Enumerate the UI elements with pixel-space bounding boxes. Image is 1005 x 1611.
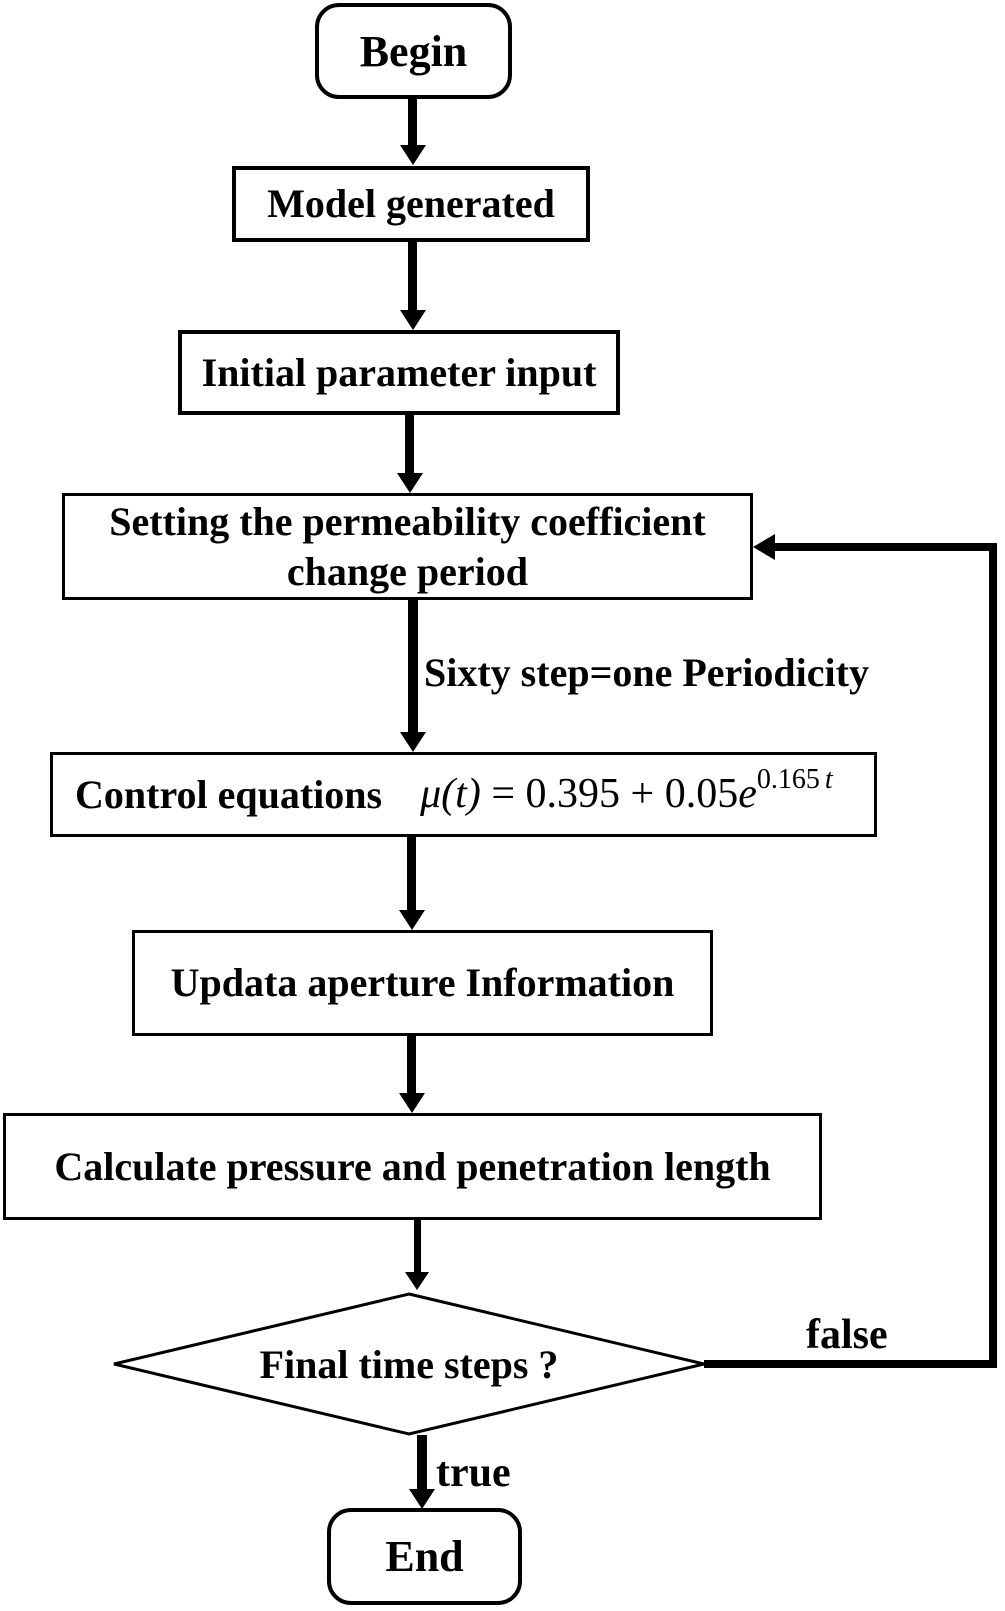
arrow-decision-to-end-head-icon bbox=[409, 1489, 435, 1509]
node-model-generated-label: Model generated bbox=[267, 181, 555, 226]
node-initial-parameter-input: Initial parameter input bbox=[178, 330, 620, 415]
node-update-aperture-information-label: Updata aperture Information bbox=[170, 960, 675, 1005]
setting-label-line1: Setting the permeability coefficient bbox=[109, 498, 706, 544]
node-model-generated: Model generated bbox=[232, 166, 590, 242]
node-setting-permeability-period-label: Setting the permeability coefficient cha… bbox=[109, 497, 706, 597]
node-setting-permeability-period: Setting the permeability coefficient cha… bbox=[62, 493, 753, 600]
node-control-equations: Control equations μ(t) = 0.395 + 0.05e0.… bbox=[50, 752, 877, 837]
arrow-model-to-initial-head-icon bbox=[400, 310, 426, 330]
false-loop-top-segment bbox=[775, 543, 997, 551]
false-loop-head-icon bbox=[753, 534, 775, 560]
equation-exponent-var: t bbox=[824, 764, 833, 796]
arrow-control-to-update-shaft bbox=[407, 837, 416, 910]
arrow-control-to-update-head-icon bbox=[399, 910, 425, 930]
node-decision-label: Final time steps ? bbox=[259, 1341, 559, 1387]
arrow-decision-to-end-shaft bbox=[417, 1435, 427, 1491]
node-end: End bbox=[327, 1508, 522, 1605]
true-branch-label: true bbox=[436, 1450, 511, 1496]
arrow-calculate-to-decision-shaft bbox=[414, 1220, 421, 1272]
arrow-setting-to-control-head-icon bbox=[400, 732, 426, 752]
arrow-update-to-calculate-head-icon bbox=[399, 1093, 425, 1113]
arrow-model-to-initial-shaft bbox=[408, 242, 417, 310]
node-initial-parameter-input-label: Initial parameter input bbox=[201, 349, 597, 395]
node-calculate-pressure-penetration-label: Calculate pressure and penetration lengt… bbox=[54, 1143, 771, 1189]
equation-exponent-coeff: 0.165 bbox=[756, 764, 820, 796]
false-loop-bottom-segment bbox=[704, 1360, 997, 1368]
setting-label-line2: change period bbox=[286, 548, 529, 594]
node-update-aperture-information: Updata aperture Information bbox=[132, 930, 713, 1036]
node-begin: Begin bbox=[315, 3, 512, 99]
false-branch-label: false bbox=[806, 1312, 888, 1358]
equation-base-e: e bbox=[738, 771, 757, 818]
decision-diamond-polygon bbox=[113, 1292, 705, 1436]
arrow-begin-to-model-head-icon bbox=[400, 145, 426, 165]
equation-mid: = 0.395 + 0.05 bbox=[480, 771, 739, 818]
node-calculate-pressure-penetration: Calculate pressure and penetration lengt… bbox=[3, 1113, 822, 1220]
arrow-calculate-to-decision-head-icon bbox=[405, 1272, 429, 1290]
node-end-label: End bbox=[385, 1532, 464, 1581]
edge-annotation-periodicity: Sixty step=one Periodicity bbox=[424, 650, 869, 695]
node-begin-label: Begin bbox=[359, 26, 468, 76]
false-loop-vertical-segment bbox=[989, 543, 997, 1368]
equation-lhs: μ(t) bbox=[420, 771, 481, 818]
arrow-setting-to-control-shaft bbox=[408, 600, 418, 732]
arrow-initial-to-setting-head-icon bbox=[397, 473, 423, 493]
decision-diamond-shape bbox=[113, 1292, 705, 1436]
node-decision-final-time-steps: Final time steps ? bbox=[110, 1290, 708, 1438]
arrow-initial-to-setting-shaft bbox=[405, 415, 414, 473]
arrow-begin-to-model-shaft bbox=[408, 99, 417, 145]
node-control-equations-label: Control equations bbox=[75, 771, 383, 817]
arrow-update-to-calculate-shaft bbox=[407, 1036, 416, 1093]
